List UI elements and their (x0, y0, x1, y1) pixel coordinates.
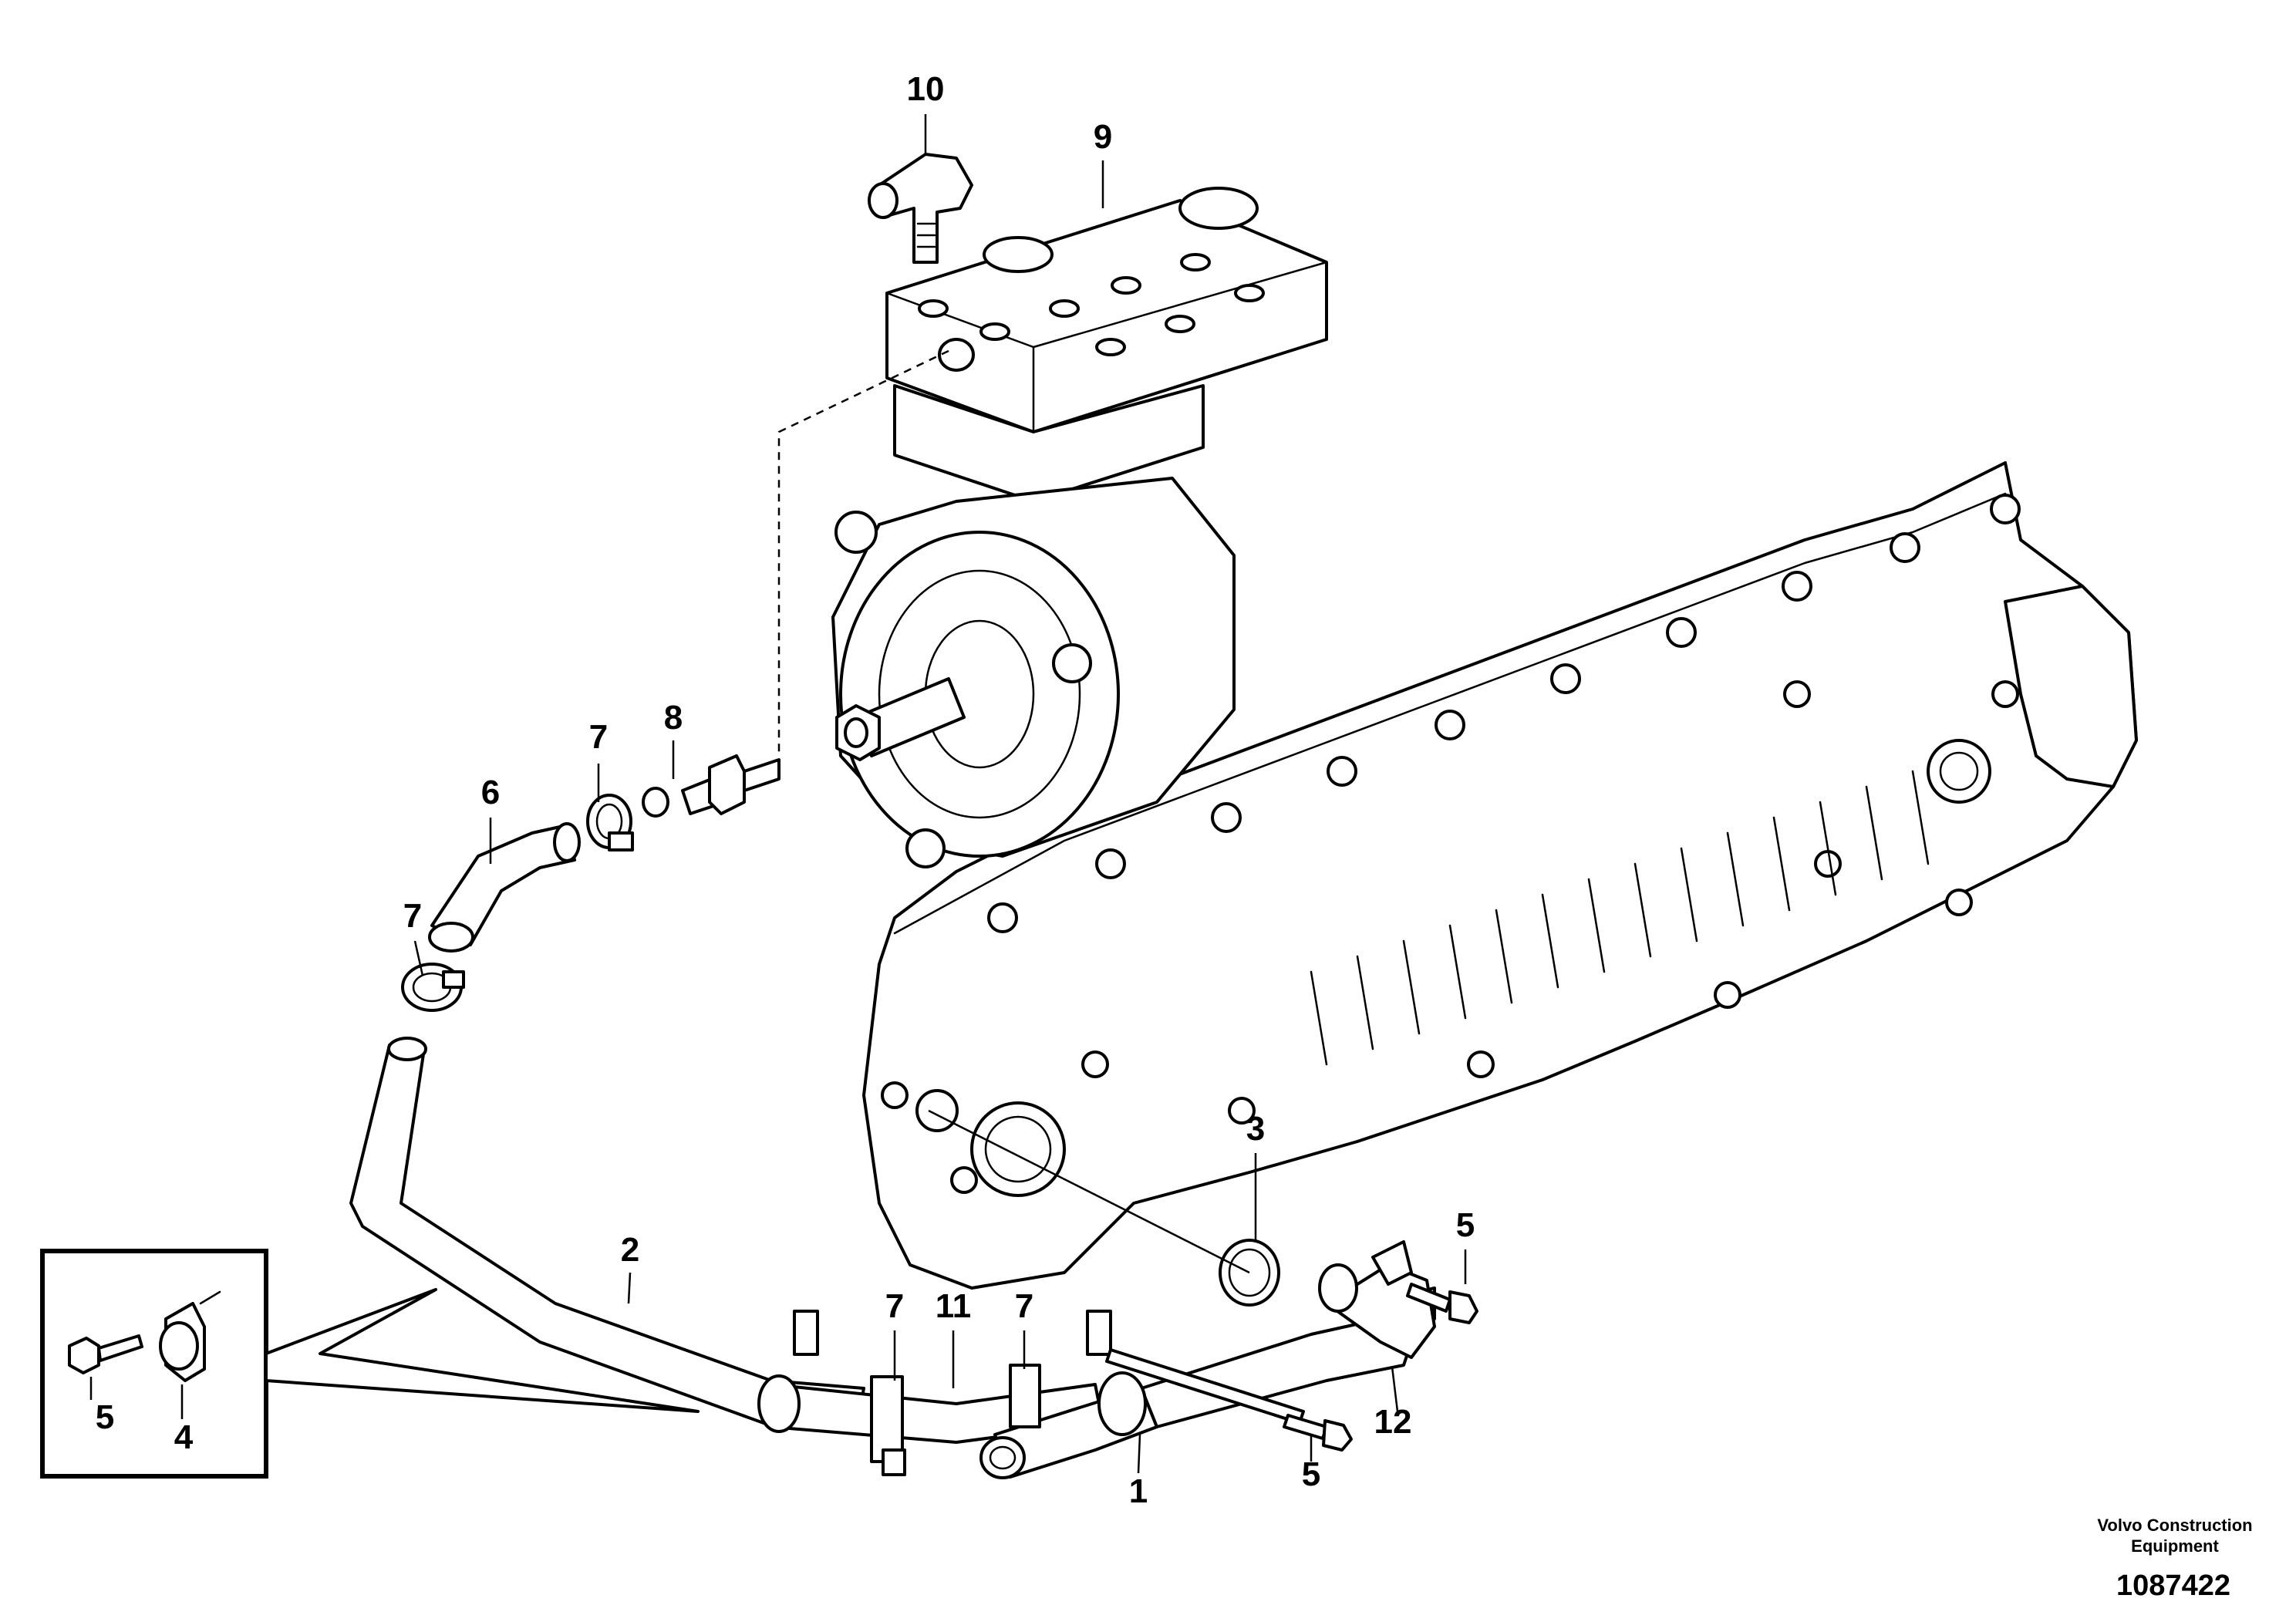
routing-line (777, 349, 949, 752)
detail-inset (40, 1249, 700, 1479)
callout-5a: 5 (1456, 1206, 1475, 1244)
callout-2: 2 (621, 1231, 639, 1269)
callout-4: 4 (174, 1418, 194, 1456)
clamp-4 (159, 1290, 221, 1382)
callout-11: 11 (936, 1287, 972, 1325)
callout-9: 9 (1094, 118, 1112, 156)
callout-7a: 7 (589, 718, 608, 756)
hose-clamp-upper (586, 794, 634, 851)
callout-5b: 5 (1302, 1455, 1320, 1493)
callout-12: 12 (1374, 1403, 1412, 1441)
callout-7d: 7 (1015, 1287, 1033, 1325)
connector-fitting (642, 754, 781, 818)
hose-clamp-lower (401, 963, 465, 1012)
company-name-line2: Equipment (2131, 1536, 2219, 1556)
air-compressor (831, 187, 1328, 868)
callout-10: 10 (907, 70, 945, 108)
manifold-ribs (1310, 770, 1930, 1066)
callout-8: 8 (664, 699, 683, 737)
compressor-head-bolts (918, 253, 1265, 356)
company-name-line1: Volvo Construction (2097, 1516, 2252, 1535)
callout-1: 1 (1129, 1472, 1148, 1510)
elbow-fitting (868, 153, 973, 264)
callout-6: 6 (481, 774, 500, 811)
callout-3: 3 (1246, 1110, 1265, 1148)
manifold-bolt-bosses (881, 494, 2021, 1194)
callout-7c: 7 (885, 1287, 904, 1325)
inset-bolt-5 (68, 1334, 143, 1374)
footer-block: Volvo Construction Equipment 1087422 (2097, 1516, 2252, 1602)
callout-labels: 10 9 8 7 6 7 2 3 5 7 11 7 12 1 5 5 4 (96, 70, 1475, 1510)
bolt-lower (1105, 1348, 1353, 1452)
callout-5c: 5 (96, 1398, 114, 1436)
leader-lines (413, 114, 1467, 1474)
hose-elbow (428, 822, 581, 953)
callout-7b: 7 (403, 897, 422, 935)
bolt-upper-right (1406, 1283, 1478, 1324)
drawing-number: 1087422 (2116, 1570, 2230, 1602)
